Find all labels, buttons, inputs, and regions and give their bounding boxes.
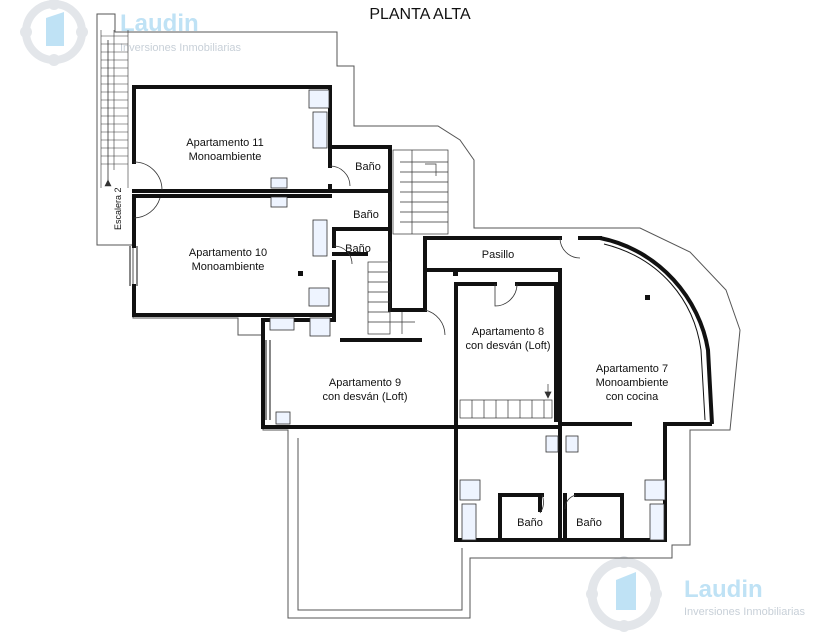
apt7-label: Apartamento 7 xyxy=(596,363,668,375)
windows xyxy=(129,246,271,420)
building-logo-icon xyxy=(586,556,662,632)
apt7-sub2: con cocina xyxy=(606,391,659,403)
walls xyxy=(132,85,667,542)
apt9-label: Apartamento 9 xyxy=(329,377,401,389)
bano-label-2: Baño xyxy=(353,209,379,221)
apt9-sub: con desván (Loft) xyxy=(323,391,408,403)
central-stair xyxy=(367,149,449,335)
outer-outline xyxy=(96,13,741,619)
watermark-tagline: Inversiones Inmobiliarias xyxy=(120,42,242,54)
plan-title: PLANTA ALTA xyxy=(369,6,471,23)
apt8-label: Apartamento 8 xyxy=(472,326,544,338)
bano-label-3: Baño xyxy=(345,243,371,255)
watermark-tagline: Inversiones Inmobiliarias xyxy=(684,606,806,618)
stair-2 xyxy=(100,30,129,188)
apt8-stair xyxy=(459,384,553,419)
column-markers xyxy=(298,271,650,300)
watermark-top: Laudin Inversiones Inmobiliarias xyxy=(14,0,274,70)
apt11-label: Apartamento 11 xyxy=(186,137,263,149)
bano-label-5: Baño xyxy=(576,517,602,529)
kitchenette-fixtures xyxy=(269,89,666,541)
apt7-curved-wall xyxy=(599,236,714,425)
bano-label-1: Baño xyxy=(355,161,381,173)
apt10-label: Apartamento 10 xyxy=(189,247,267,259)
apt11-sub: Monoambiente xyxy=(189,151,262,163)
apt8-sub: con desván (Loft) xyxy=(466,340,551,352)
bano-label-4: Baño xyxy=(517,517,543,529)
watermark-brand: Laudin xyxy=(684,576,763,603)
apt7-curved-window xyxy=(603,243,706,421)
door-swings xyxy=(133,161,581,514)
stair-2-label: Escalera 2 xyxy=(113,187,123,230)
room-labels: Apartamento 11 Monoambiente Apartamento … xyxy=(186,137,668,529)
apt10-sub: Monoambiente xyxy=(192,261,265,273)
pasillo-label: Pasillo xyxy=(482,249,514,261)
watermark-bottom: Laudin Inversiones Inmobiliarias xyxy=(578,556,838,632)
building-logo-icon xyxy=(20,0,88,66)
apt7-sub: Monoambiente xyxy=(596,377,669,389)
